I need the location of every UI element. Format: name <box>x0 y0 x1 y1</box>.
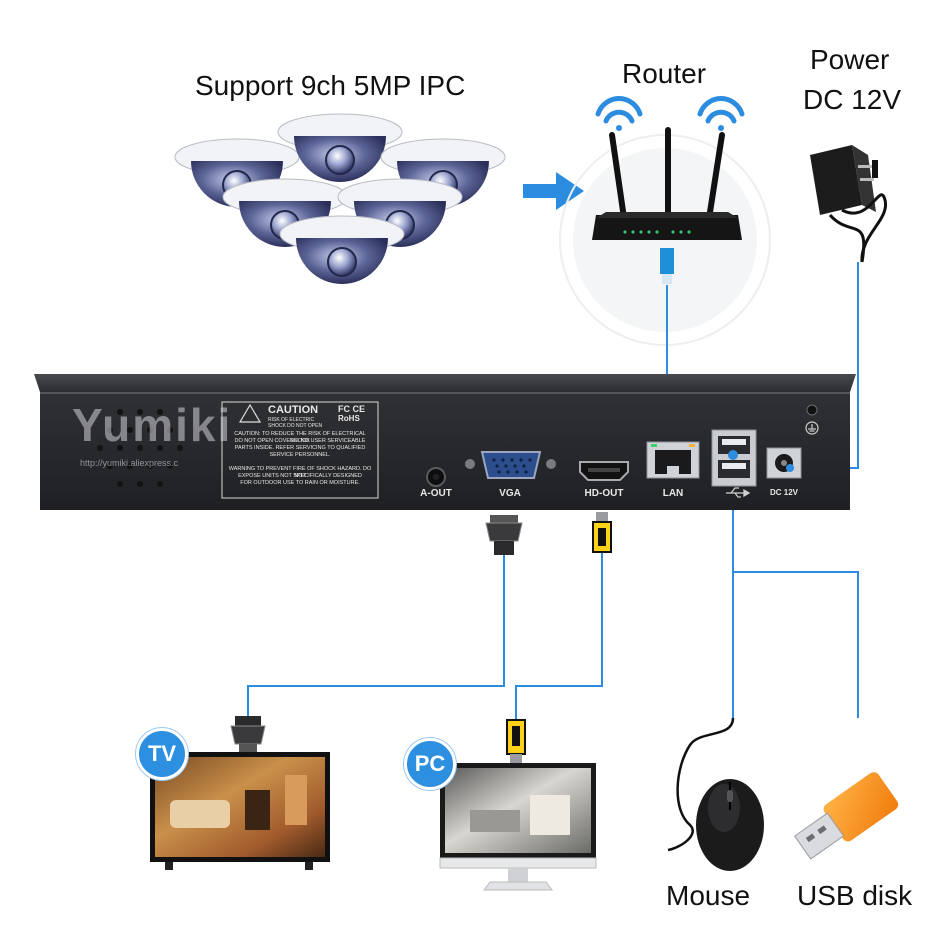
vga-port-label: VGA <box>499 488 521 499</box>
caution-line: CAUTION: TO REDUCE THE RISK OF ELECTRICA… <box>234 431 366 444</box>
nvr-recorder <box>34 374 856 510</box>
pc-badge: PC <box>404 738 456 790</box>
cert-marks: FC CE <box>338 404 365 414</box>
caution-title: CAUTION <box>268 404 319 416</box>
ground-icon <box>805 421 819 435</box>
dc-voltage-label: DC 12V <box>803 84 902 115</box>
vent-holes <box>97 409 183 487</box>
wifi-icon <box>697 96 745 131</box>
dc-power-jack[interactable] <box>766 447 802 479</box>
mouse-label: Mouse <box>666 880 751 911</box>
usb-port-icon[interactable] <box>711 429 757 487</box>
lan-port-label: LAN <box>662 488 684 499</box>
audio-out-jack[interactable] <box>426 467 446 487</box>
ethernet-port-icon[interactable] <box>646 441 700 479</box>
rohs-mark: RoHS <box>338 414 360 423</box>
caution-subtitle: RISK OF ELECTRIC SHOCK DO NOT OPEN <box>268 417 323 429</box>
usb-symbol-icon <box>726 487 751 498</box>
power-label: Power <box>810 44 890 75</box>
dome-camera-icon <box>277 113 403 182</box>
tv-badge: TV <box>136 728 188 780</box>
dome-camera-icon <box>279 215 405 284</box>
hdmi-connector-icon <box>506 512 612 764</box>
support-channels-label: Support 9ch 5MP IPC <box>195 70 466 101</box>
vga-connector-icon <box>230 515 523 752</box>
mouse-icon <box>667 717 764 871</box>
brand-watermark: Yumiki <box>72 399 233 451</box>
usb-disk-label: USB disk <box>797 880 913 911</box>
usb-drive-icon <box>793 772 899 860</box>
caution-line: WARNING TO PREVENT FIRE OF SHOCK HAZARD.… <box>228 466 372 479</box>
caution-line: PARTS INSIDE. REFER SERVICING TO QUALIFI… <box>234 445 366 451</box>
caution-line: DO NOT OPEN COVERS. NO USER SERVICEABLE <box>234 438 366 444</box>
caution-line: EXPOSE UNITS NOT SPECIFICALLY DESIGNED <box>238 473 362 479</box>
caution-line: SERVICE PERSONNEL. <box>269 452 331 458</box>
ip-cameras-group <box>174 113 506 284</box>
brand-url-watermark: http://yumiki.aliexpress.c <box>80 458 179 468</box>
power-adapter-icon <box>810 145 888 263</box>
router-label: Router <box>622 58 707 89</box>
arrow-right-icon <box>523 172 584 210</box>
dc-port-label: DC 12V <box>769 488 798 497</box>
caution-line: FOR OUTDOOR USE TO RAIN OR MOISTURE. <box>240 480 360 486</box>
aout-port-label: A-OUT <box>420 488 452 499</box>
hdmi-port-icon[interactable] <box>579 461 629 481</box>
wifi-icon <box>595 96 643 131</box>
hdout-port-label: HD-OUT <box>584 488 624 499</box>
monitor-icon <box>439 763 597 891</box>
vga-port-icon[interactable] <box>465 451 556 479</box>
router-icon <box>559 127 771 346</box>
